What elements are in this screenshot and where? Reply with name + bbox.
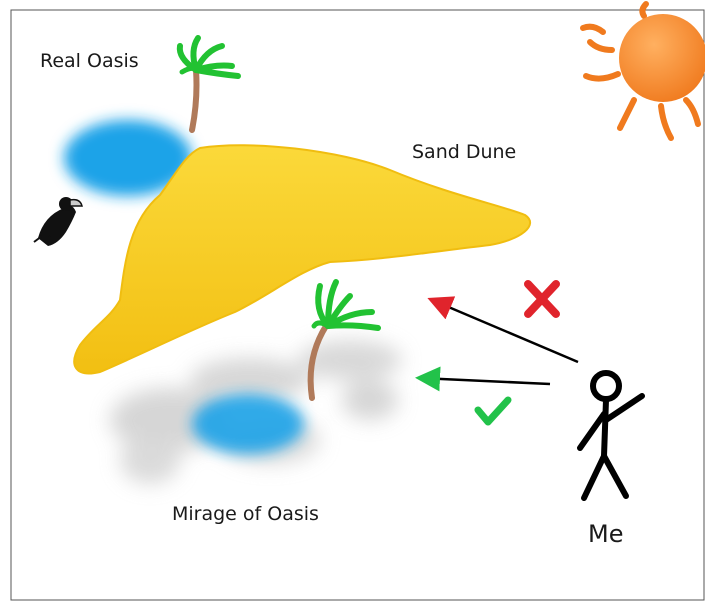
correct-arrow: [420, 378, 550, 384]
sand-dune-label: Sand Dune: [412, 141, 516, 163]
mirage-oasis-water: [192, 394, 304, 454]
frame-border: [11, 10, 704, 600]
stick-figure: [580, 373, 642, 498]
sun-icon: [583, 4, 705, 138]
palm-tree-icon: [180, 38, 238, 130]
bird-icon: [34, 197, 82, 246]
real-oasis-label: Real Oasis: [40, 50, 139, 72]
cross-icon: [528, 284, 556, 314]
me-label: Me: [588, 520, 623, 548]
mirage-label: Mirage of Oasis: [172, 503, 319, 525]
checkmark-icon: [478, 400, 508, 422]
